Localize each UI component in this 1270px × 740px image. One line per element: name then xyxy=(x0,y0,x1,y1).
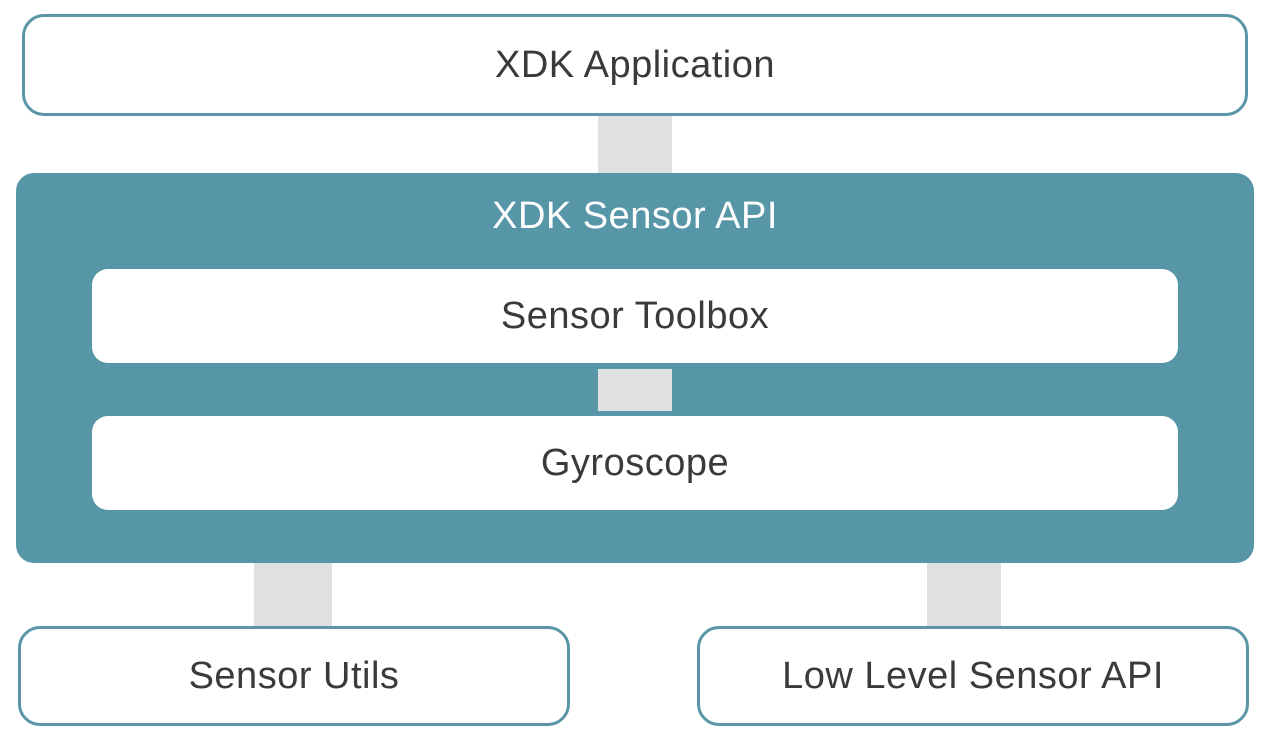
sensor-toolbox-label: Sensor Toolbox xyxy=(500,294,770,337)
connector-api-to-sensor-utils xyxy=(254,560,332,628)
xdk-application-label: XDK Application xyxy=(495,43,775,86)
connector-toolbox-to-gyroscope xyxy=(598,369,672,411)
low-level-sensor-api-label: Low Level Sensor API xyxy=(782,654,1164,697)
sensor-toolbox-box: Sensor Toolbox xyxy=(92,269,1178,363)
xdk-sensor-api-title: XDK Sensor API xyxy=(492,195,778,237)
gyroscope-label: Gyroscope xyxy=(540,441,730,484)
low-level-sensor-api-box: Low Level Sensor API xyxy=(697,626,1249,726)
sensor-utils-label: Sensor Utils xyxy=(188,654,400,697)
gyroscope-box: Gyroscope xyxy=(92,416,1178,510)
sensor-utils-box: Sensor Utils xyxy=(18,626,570,726)
connector-api-to-low-level xyxy=(927,560,1001,628)
xdk-sensor-api-container: XDK Sensor API Sensor Toolbox Gyroscope xyxy=(16,173,1254,563)
connector-app-to-api xyxy=(598,114,672,176)
xdk-application-box: XDK Application xyxy=(22,14,1248,116)
